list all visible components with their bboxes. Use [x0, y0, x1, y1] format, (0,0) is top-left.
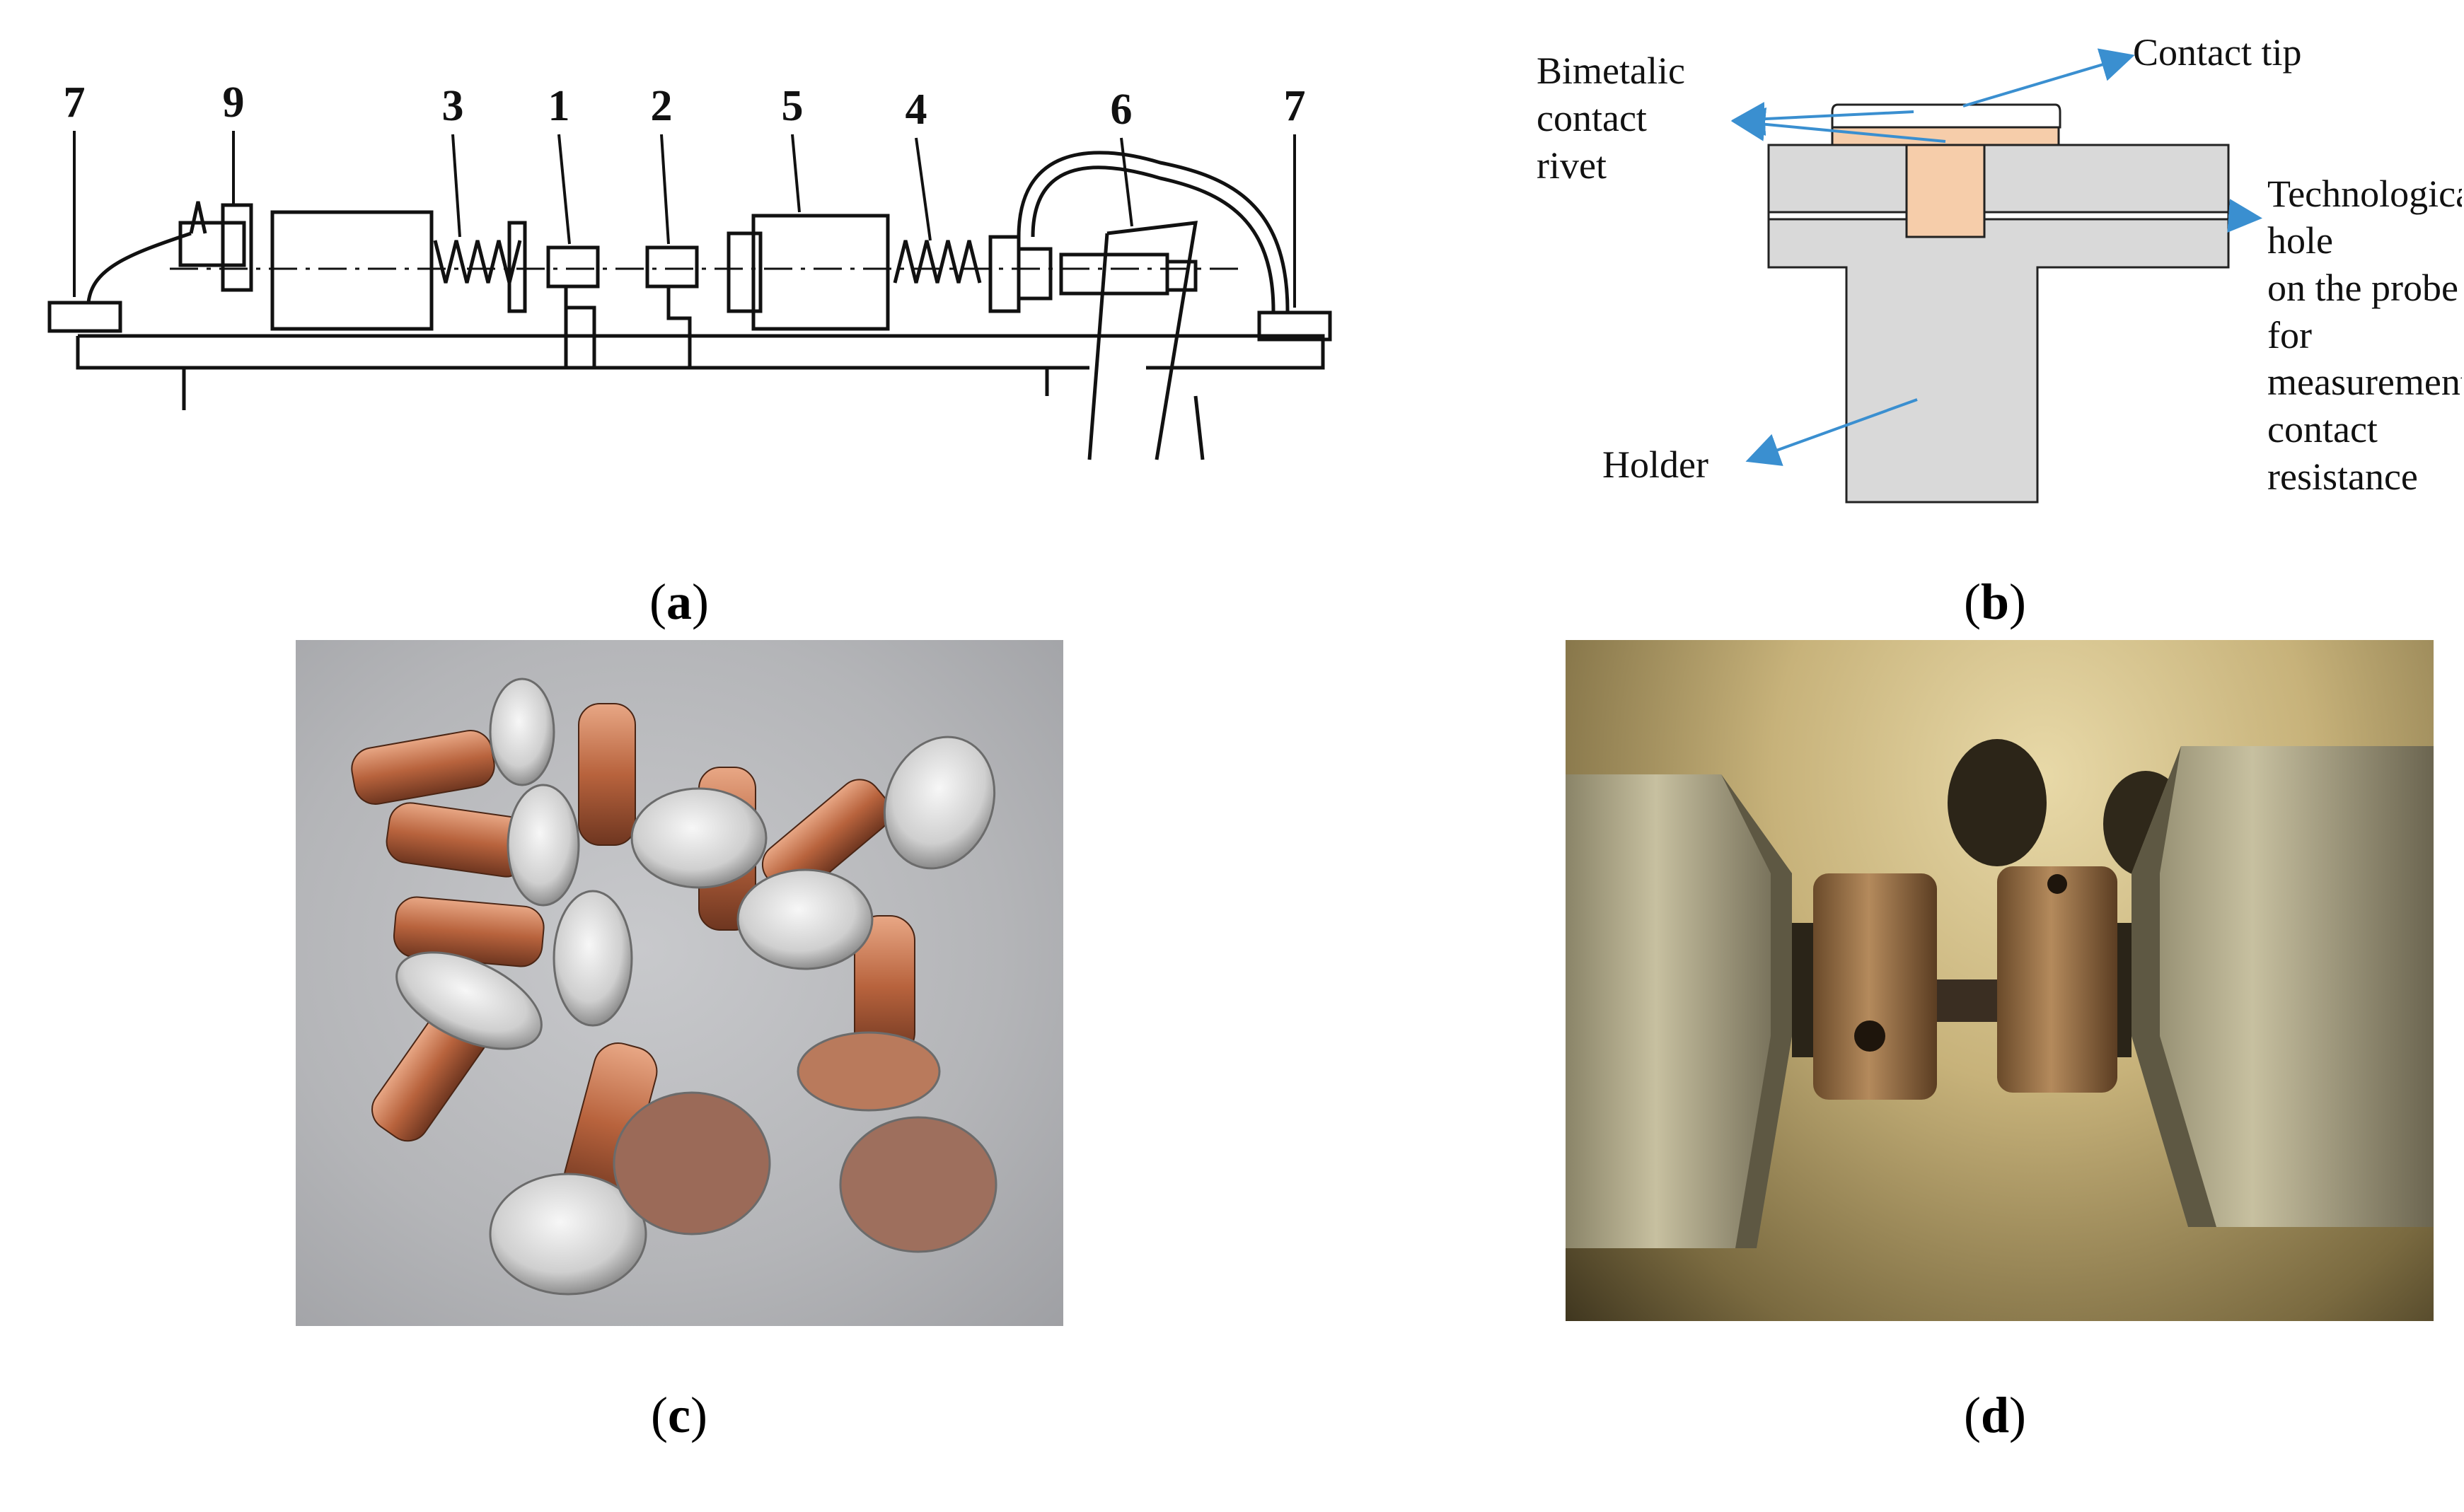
rivet-stem [1905, 144, 1986, 238]
label-tech-6: contact [2267, 408, 2378, 450]
part-number-2: 2 [651, 82, 673, 130]
part-number-1: 1 [548, 82, 570, 130]
panel-c-rivets-photo [296, 640, 1063, 1326]
label-holder: Holder [1602, 443, 1708, 486]
part-number-5: 5 [782, 82, 804, 130]
panel-d-contact-photo [1566, 640, 2434, 1321]
label-tech-1: Technological [2267, 173, 2462, 215]
label-bimetalic-2: contact [1537, 97, 1647, 139]
part-number-4: 4 [906, 86, 927, 134]
caption-b: (b) [1963, 574, 2026, 630]
caption-a: (a) [649, 574, 709, 630]
label-tech-2: hole [2267, 219, 2333, 262]
label-tech-4: for [2267, 314, 2312, 356]
part-number-9: 9 [223, 78, 245, 127]
holder-shape [1767, 218, 2230, 504]
contact-tip-shape [1831, 103, 2061, 129]
caption-c: (c) [651, 1387, 707, 1443]
caption-d: (d) [1963, 1387, 2026, 1443]
part-number-6: 6 [1111, 86, 1133, 134]
part-number-7-right: 7 [1284, 82, 1306, 130]
label-contact-tip: Contact tip [2133, 31, 2301, 74]
label-tech-3: on the probe [2267, 267, 2458, 309]
label-tech-5: measurement [2267, 361, 2462, 403]
panel-b-rivet-diagram: Bimetalic contact rivet Contact tip Tech… [1537, 31, 2462, 504]
label-bimetalic-1: Bimetalic [1537, 50, 1685, 92]
part-number-3: 3 [442, 82, 464, 130]
label-tech-7: resistance [2267, 455, 2418, 498]
panel-a-mechanism-drawing: 7 9 3 1 2 5 4 6 7 [47, 78, 1332, 460]
part-number-7-left: 7 [64, 78, 86, 127]
label-bimetalic-3: rivet [1537, 144, 1607, 187]
